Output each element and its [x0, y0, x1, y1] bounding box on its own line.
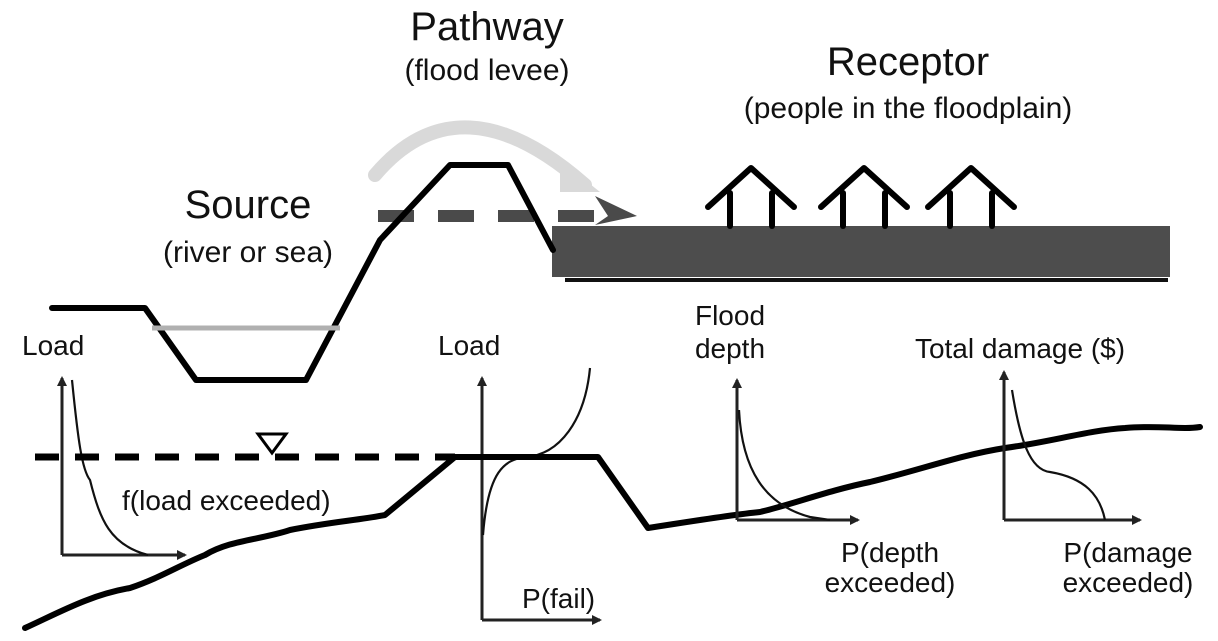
source-title: Source — [185, 183, 312, 227]
source-subtitle: (river or sea) — [163, 236, 333, 269]
depth-exceedance-curve — [737, 409, 831, 522]
receptor-subtitle: (people in the floodplain) — [744, 92, 1073, 125]
p-fail-label: P(fail) — [522, 583, 595, 614]
ground-profile — [22, 424, 1203, 631]
load-exceedance-curve — [70, 379, 149, 557]
water-level-marker-icon — [255, 432, 289, 456]
p-damage-line2: exceeded) — [1063, 567, 1194, 598]
fragility-curve — [481, 367, 592, 536]
channel-levee-profile — [49, 162, 556, 383]
damage-exceedance-curve — [1010, 389, 1107, 521]
p-depth-line2: exceeded) — [825, 567, 956, 598]
pathway-title: Pathway — [410, 5, 563, 49]
p-damage-line1: P(damage — [1063, 537, 1192, 568]
p-depth-line1: P(depth — [841, 537, 939, 568]
f-load-label: f(load exceeded) — [122, 485, 331, 516]
house-icon — [925, 165, 1017, 229]
flood-label-line1: Flood — [695, 300, 765, 331]
house-icon — [818, 165, 910, 229]
load-label-left: Load — [22, 330, 84, 361]
total-damage-label: Total damage ($) — [915, 333, 1125, 364]
load-label-mid: Load — [438, 330, 500, 361]
house-icon — [705, 165, 797, 229]
pathway-subtitle: (flood levee) — [404, 54, 569, 87]
pathway-arrow-head — [595, 196, 637, 225]
floodplain-ground — [552, 226, 1170, 277]
overtopping-arrow — [368, 120, 592, 192]
receptor-title: Receptor — [827, 40, 989, 84]
overtopping-arrow-head — [560, 160, 600, 192]
flood-label-line2: depth — [695, 333, 765, 364]
